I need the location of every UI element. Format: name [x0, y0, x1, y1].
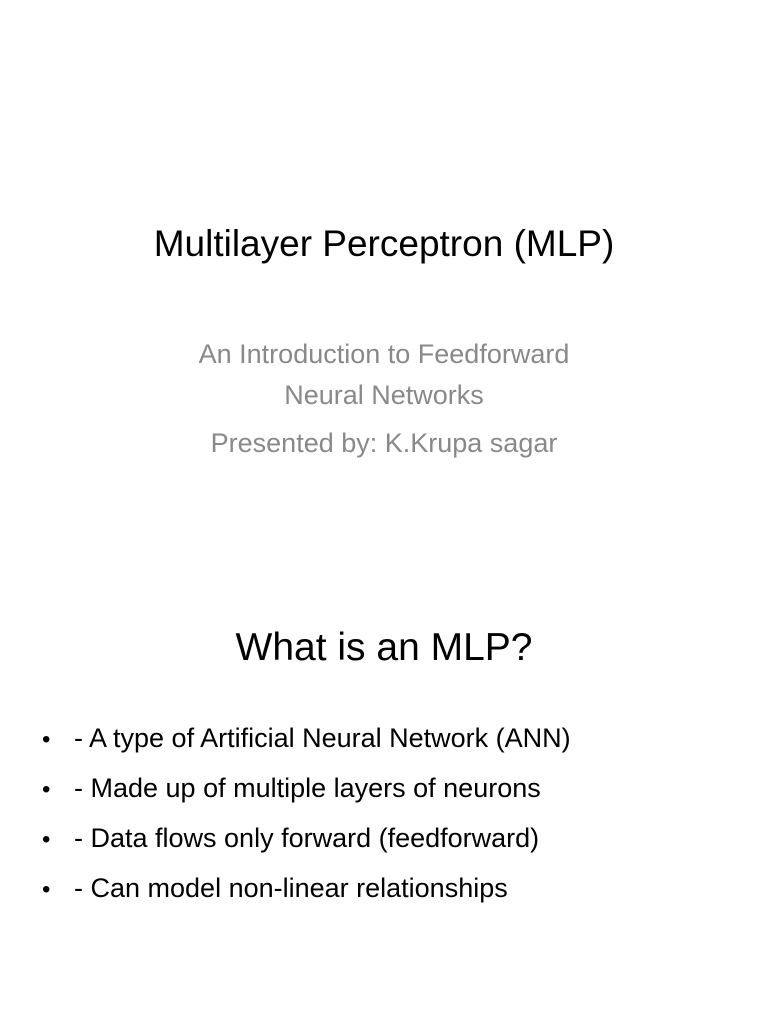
content-slide: What is an MLP? • - A type of Artificial…	[0, 576, 768, 1024]
slide-title: What is an MLP?	[235, 626, 533, 669]
slide-subtitle: An Introduction to Feedforward Neural Ne…	[0, 334, 768, 464]
bullet-icon: •	[42, 826, 51, 853]
bullet-text: - Can model non-linear relationships	[74, 873, 508, 903]
subtitle-line: An Introduction to Feedforward	[198, 339, 570, 369]
bullet-item: • - A type of Artificial Neural Network …	[42, 714, 571, 764]
bullet-item: • - Data flows only forward (feedforward…	[42, 814, 571, 864]
bullet-list: • - A type of Artificial Neural Network …	[42, 714, 571, 914]
bullet-text: - Data flows only forward (feedforward)	[74, 823, 540, 853]
bullet-icon: •	[42, 876, 51, 903]
bullet-text: - Made up of multiple layers of neurons	[74, 773, 541, 803]
title-slide: Multilayer Perceptron (MLP) An Introduct…	[0, 223, 768, 464]
subtitle-line: Neural Networks	[284, 380, 484, 410]
presenter-line: Presented by: K.Krupa sagar	[210, 428, 558, 458]
bullet-icon: •	[42, 726, 51, 753]
slide-title: Multilayer Perceptron (MLP)	[153, 223, 615, 264]
bullet-item: • - Made up of multiple layers of neuron…	[42, 764, 571, 814]
bullet-text: - A type of Artificial Neural Network (A…	[74, 723, 571, 753]
bullet-icon: •	[42, 776, 51, 803]
bullet-item: • - Can model non-linear relationships	[42, 864, 571, 914]
